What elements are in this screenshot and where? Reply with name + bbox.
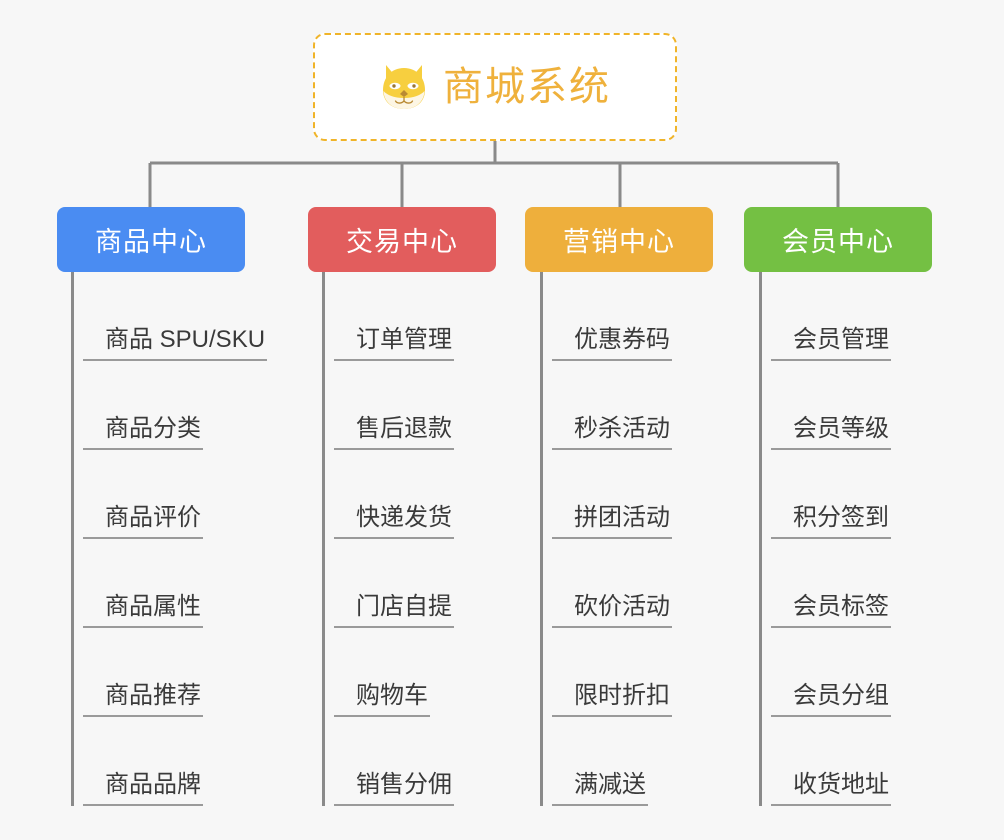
leaf-label: 商品属性: [83, 593, 203, 628]
branch-header-label: 交易中心: [346, 227, 458, 257]
branch-header-商品中心[interactable]: 商品中心: [57, 207, 245, 272]
leaf-label: 秒杀活动: [552, 415, 672, 450]
leaf-item[interactable]: 优惠券码: [540, 272, 672, 361]
branch-header-营销中心[interactable]: 营销中心: [525, 207, 713, 272]
leaf-label: 商品评价: [83, 504, 203, 539]
leaf-label: 商品品牌: [83, 771, 203, 806]
leaf-item[interactable]: 商品 SPU/SKU: [71, 272, 268, 361]
leaf-label: 订单管理: [334, 326, 454, 361]
leaf-item[interactable]: 商品分类: [71, 361, 267, 450]
leaf-label: 会员等级: [771, 415, 891, 450]
leaf-label: 会员标签: [771, 593, 891, 628]
branch-spine: [322, 272, 325, 806]
leaf-label: 销售分佣: [334, 771, 454, 806]
leaf-label: 会员分组: [771, 682, 891, 717]
root-node[interactable]: 商城系统: [313, 33, 677, 141]
leaf-label: 售后退款: [334, 415, 454, 450]
branch-header-label: 营销中心: [563, 227, 675, 257]
branch-header-会员中心[interactable]: 会员中心: [744, 207, 932, 272]
leaf-label: 优惠券码: [552, 326, 672, 361]
branch-header-交易中心[interactable]: 交易中心: [308, 207, 496, 272]
branch-spine: [71, 272, 74, 806]
leaf-label: 砍价活动: [552, 593, 672, 628]
branch-leaves-column-1: 订单管理 售后退款 快递发货 门店自提 购物车 销售分佣: [322, 272, 454, 806]
branch-spine: [759, 272, 762, 806]
leaf-item[interactable]: 购物车: [322, 628, 454, 717]
leaf-label: 限时折扣: [552, 682, 672, 717]
leaf-label: 收货地址: [771, 771, 891, 806]
branch-header-label: 商品中心: [95, 227, 207, 257]
leaf-item[interactable]: 收货地址: [759, 717, 891, 806]
leaf-item[interactable]: 门店自提: [322, 539, 454, 628]
branch-spine: [540, 272, 543, 806]
leaf-item[interactable]: 商品属性: [71, 539, 267, 628]
leaf-label: 快递发货: [334, 504, 454, 539]
leaf-item[interactable]: 会员分组: [759, 628, 891, 717]
leaf-label: 会员管理: [771, 326, 891, 361]
leaf-label: 满减送: [552, 771, 648, 806]
branch-leaves-column-2: 优惠券码 秒杀活动 拼团活动 砍价活动 限时折扣 满减送: [540, 272, 672, 806]
branch-leaves-column-3: 会员管理 会员等级 积分签到 会员标签 会员分组 收货地址: [759, 272, 891, 806]
leaf-item[interactable]: 商品评价: [71, 450, 267, 539]
branch-leaves-column-0: 商品 SPU/SKU 商品分类 商品评价 商品属性 商品推荐 商品品牌: [71, 272, 268, 806]
leaf-item[interactable]: 销售分佣: [322, 717, 454, 806]
leaf-label: 门店自提: [334, 593, 454, 628]
leaf-label: 商品 SPU/SKU: [83, 326, 268, 361]
leaf-item[interactable]: 商品推荐: [71, 628, 267, 717]
leaf-label: 积分签到: [771, 504, 891, 539]
shiba-dog-icon: [383, 65, 425, 109]
leaf-item[interactable]: 秒杀活动: [540, 361, 672, 450]
leaf-label: 商品分类: [83, 415, 203, 450]
root-title: 商城系统: [443, 65, 611, 109]
leaf-item[interactable]: 砍价活动: [540, 539, 672, 628]
leaf-item[interactable]: 会员等级: [759, 361, 891, 450]
leaf-item[interactable]: 商品品牌: [71, 717, 267, 806]
leaf-label: 购物车: [334, 682, 430, 717]
leaf-item[interactable]: 售后退款: [322, 361, 454, 450]
leaf-item[interactable]: 满减送: [540, 717, 672, 806]
leaf-item[interactable]: 限时折扣: [540, 628, 672, 717]
leaf-item[interactable]: 拼团活动: [540, 450, 672, 539]
leaf-label: 商品推荐: [83, 682, 203, 717]
leaf-item[interactable]: 快递发货: [322, 450, 454, 539]
leaf-item[interactable]: 会员管理: [759, 272, 891, 361]
leaf-item[interactable]: 会员标签: [759, 539, 891, 628]
leaf-item[interactable]: 订单管理: [322, 272, 454, 361]
leaf-label: 拼团活动: [552, 504, 672, 539]
branch-header-label: 会员中心: [782, 227, 894, 257]
leaf-item[interactable]: 积分签到: [759, 450, 891, 539]
